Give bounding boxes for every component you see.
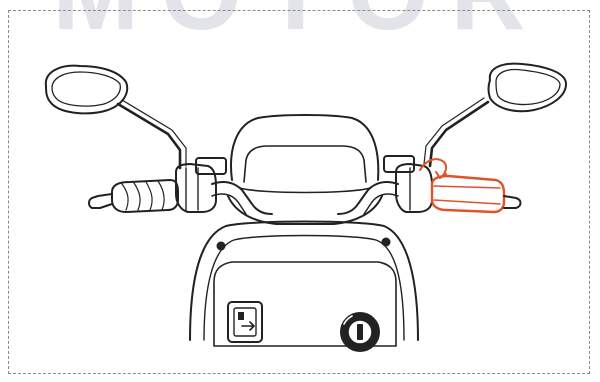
headset-housing bbox=[228, 115, 382, 224]
left-mirror bbox=[46, 66, 186, 168]
right-mirror bbox=[424, 64, 566, 166]
left-switch-block bbox=[176, 158, 226, 212]
left-grip bbox=[89, 180, 178, 212]
handlebar bbox=[212, 182, 398, 214]
usb-port-panel bbox=[228, 302, 262, 342]
ignition-lock bbox=[341, 313, 379, 351]
right-throttle-grip bbox=[432, 176, 521, 212]
front-body bbox=[190, 222, 418, 347]
